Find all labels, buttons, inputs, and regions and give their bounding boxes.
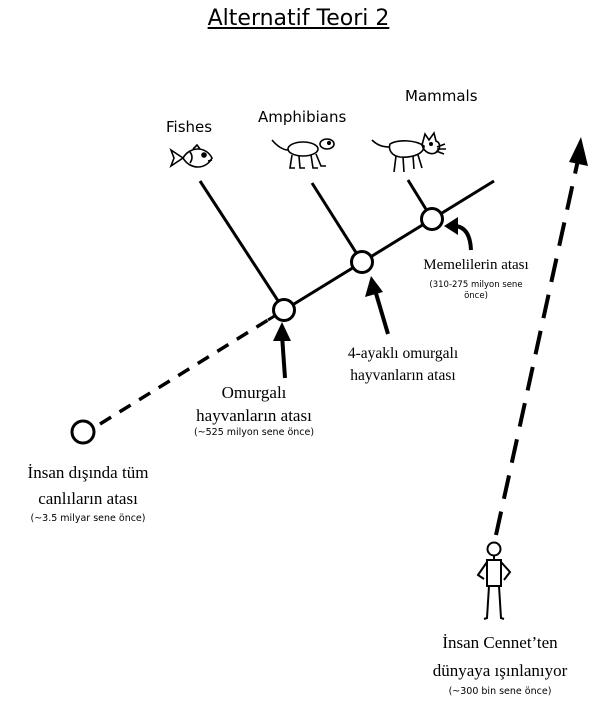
root-node [70, 419, 96, 445]
human-figure-icon [476, 541, 512, 620]
mammal-ancestor-date: (310-275 milyon sene önce) [406, 280, 546, 302]
mammal-node [420, 207, 444, 231]
human-label: İnsan Cennet’ten dünyaya ışınlanıyor [415, 629, 585, 685]
vertebrate-ancestor-date: (~525 milyon sene önce) [193, 427, 315, 438]
tetrapod-node [350, 250, 374, 274]
amphibian-icon [271, 138, 335, 169]
tetrapod-ancestor-line2: hayvanların atası [350, 367, 456, 384]
human-date: (~300 bin sene önce) [448, 686, 552, 697]
root-ancestor-line1: İnsan dışında tüm [27, 463, 149, 482]
trunk-dashed-line [99, 318, 269, 426]
vertebrate-ancestor-line1: Omurgalı [221, 383, 287, 402]
mammal-arrow [444, 217, 473, 251]
tetrapod-arrow [365, 276, 390, 335]
mammal-ancestor-date-line2: önce) [464, 291, 488, 301]
title-text: Alternatif Teori 2 [207, 6, 390, 31]
root-ancestor-line2: canlıların atası [38, 489, 138, 508]
fish-icon [169, 143, 213, 169]
taxon-label-mammals: Mammals [405, 87, 478, 105]
taxon-label-amphibians: Amphibians [258, 108, 347, 126]
tetrapod-ancestor-label: 4-ayaklı omurgalı hayvanların atası [330, 343, 476, 387]
root-ancestor-label: İnsan dışında tüm canlıların atası [2, 460, 174, 512]
mammal-ancestor-date-line1: (310-275 milyon sene [429, 280, 523, 290]
human-label-line2: dünyaya ışınlanıyor [432, 661, 568, 680]
mammal-ancestor-label: Memelilerin atası [423, 257, 529, 273]
vertebrate-node [272, 298, 296, 322]
fishes-branch [198, 180, 286, 311]
taxon-label-fishes: Fishes [166, 118, 213, 136]
tetrapod-ancestor-line1: 4-ayaklı omurgalı [347, 345, 459, 362]
human-dashed-arrow [494, 137, 588, 536]
vertebrate-ancestor-line2: hayvanların atası [196, 406, 312, 425]
root-ancestor-date: (~3.5 milyar sene önce) [30, 513, 146, 524]
amphibians-branch [310, 182, 364, 263]
trunk-solid-line [267, 179, 495, 322]
mammal-icon [371, 131, 446, 173]
vertebrate-arrow [273, 322, 291, 379]
vertebrate-ancestor-label: Omurgalı hayvanların atası [174, 381, 334, 427]
human-label-line1: İnsan Cennet’ten [442, 633, 558, 652]
page-title: Alternatif Teori 2 [0, 6, 597, 31]
